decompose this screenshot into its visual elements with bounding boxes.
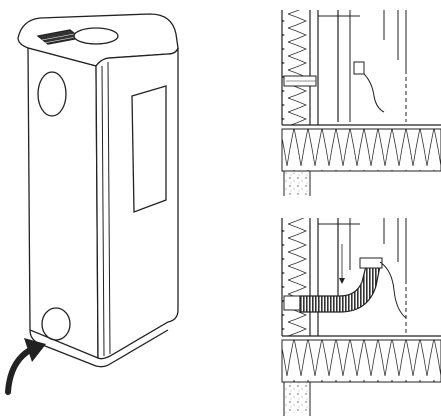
insulation-icon (282, 218, 310, 336)
air-intake-arrow-icon (5, 338, 46, 395)
wall-section-before (281, 10, 441, 196)
stove-icon (17, 13, 179, 368)
wall-section-after (281, 218, 441, 416)
insulation-icon (282, 10, 310, 125)
ducting-hose-icon (299, 265, 381, 313)
